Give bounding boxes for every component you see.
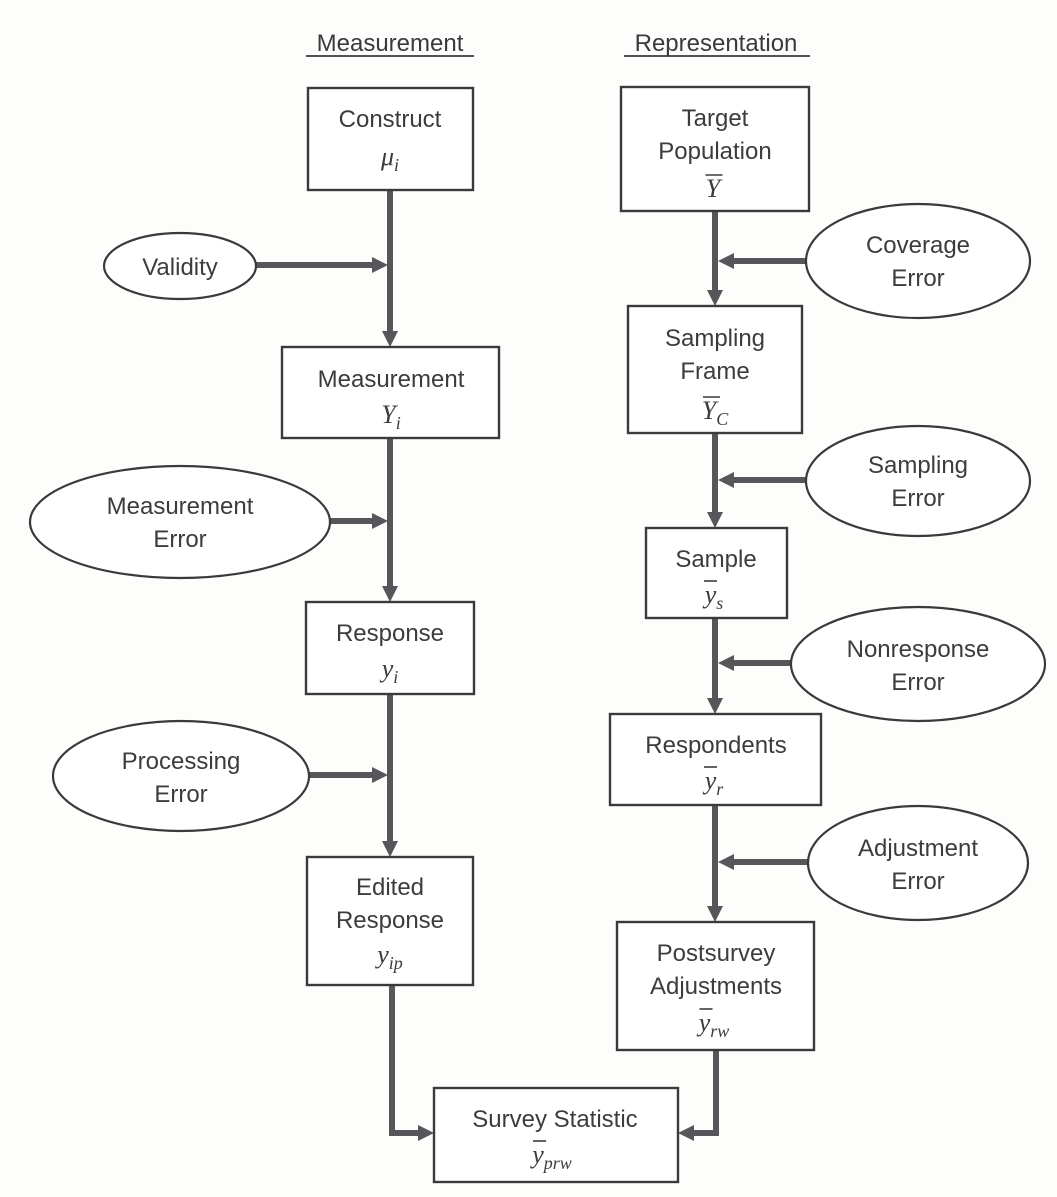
sample-symbol: ys [702,580,724,613]
postsurvey-adjustments-label-line1: Postsurvey [657,940,776,967]
survey-statistic-box: Survey Statistic yprw [432,1086,680,1184]
postsurvey-adjustments-symbol-text: yrw [696,1008,730,1041]
survey-statistic-symbol-text: yprw [529,1140,572,1173]
arrow-measurement-error-to-flow [330,513,388,529]
response-label: Response [336,620,444,647]
validity-label: Validity [142,254,218,281]
sample-label: Sample [675,546,756,573]
sample-symbol-text: ys [702,580,724,613]
response-symbol: yi [379,654,399,687]
adjustment-error-label-line1: Adjustment [858,835,978,862]
postsurvey-adjustments-symbol: yrw [696,1008,730,1041]
respondents-box: Respondents yr [608,712,823,807]
arrow-edited-response-to-survey-statistic [389,985,434,1141]
sampling-error-ellipse: Sampling Error [804,424,1032,538]
edited-response-box: Edited Response yip [305,855,475,987]
respondents-symbol: yr [702,766,725,799]
coverage-error-ellipse: Coverage Error [804,202,1032,320]
edited-response-label-line2: Response [336,907,444,934]
construct-box: Construct μi [306,86,475,192]
arrow-processing-error-to-flow [309,767,388,783]
heading-measurement: Measurement [306,30,474,57]
sampling-frame-box: Sampling Frame YC [626,304,804,435]
processing-error-label-line2: Error [154,781,207,808]
target-population-symbol: Y [705,174,723,203]
arrow-adjustment-error-to-flow [718,854,808,870]
measurement-error-label-line2: Error [153,526,206,553]
coverage-error-label-line2: Error [891,265,944,292]
sampling-frame-label-line1: Sampling [665,325,765,352]
heading-representation-text: Representation [635,30,798,57]
sampling-error-label-line1: Sampling [868,452,968,479]
target-population-symbol-text: Y [706,174,723,203]
target-population-label-line2: Population [658,138,771,165]
sampling-error-label-line2: Error [891,485,944,512]
postsurvey-adjustments-label-line2: Adjustments [650,973,782,1000]
respondents-label: Respondents [645,732,786,759]
edited-response-label-line1: Edited [356,874,424,901]
edited-response-symbol: yip [374,940,403,973]
heading-measurement-text: Measurement [317,30,464,57]
response-box: Response yi [304,600,476,696]
measurement-box: Measurement Yi [280,345,501,440]
nonresponse-error-ellipse: Nonresponse Error [789,605,1047,723]
sampling-frame-label-line2: Frame [680,358,749,385]
edited-response-symbol-text: yip [374,940,403,973]
postsurvey-adjustments-box: Postsurvey Adjustments yrw [615,920,816,1052]
arrow-nonresponse-error-to-flow [718,655,791,671]
measurement-symbol-text: Yi [381,400,400,433]
arrow-respondents-to-postsurvey-adjustments [707,805,723,922]
adjustment-error-label-line2: Error [891,868,944,895]
arrow-target-population-to-sampling-frame [707,211,723,306]
sampling-frame-symbol: YC [702,396,729,429]
survey-statistic-label: Survey Statistic [472,1106,637,1133]
arrow-coverage-error-to-flow [718,253,806,269]
arrow-validity-to-flow [256,257,388,273]
respondents-symbol-text: yr [702,766,725,799]
construct-symbol-text: μi [380,142,399,175]
arrow-sample-to-respondents [707,618,723,714]
construct-symbol: μi [380,142,399,175]
arrow-sampling-error-to-flow [718,472,806,488]
response-symbol-text: yi [379,654,399,687]
processing-error-label-line1: Processing [122,748,241,775]
coverage-error-label-line1: Coverage [866,232,970,259]
sampling-frame-symbol-text: YC [702,396,729,429]
measurement-symbol: Yi [381,400,400,433]
adjustment-error-ellipse: Adjustment Error [806,804,1030,922]
measurement-error-label-line1: Measurement [107,493,254,520]
arrow-postsurvey-adjustments-to-survey-statistic [678,1050,719,1141]
target-population-label-line1: Target [682,105,749,132]
processing-error-ellipse: Processing Error [51,719,311,833]
validity-ellipse: Validity [102,231,258,301]
measurement-error-ellipse: Measurement Error [28,464,332,580]
nonresponse-error-label-line2: Error [891,669,944,696]
sample-box: Sample ys [644,526,789,620]
arrow-measurement-to-response [382,438,398,602]
arrow-response-to-edited-response [382,694,398,857]
arrows-layer [256,190,808,1141]
arrow-sampling-frame-to-sample [707,433,723,528]
target-population-box: Target Population Y [619,85,811,213]
construct-label: Construct [339,106,442,133]
arrow-construct-to-measurement [382,190,398,347]
measurement-label: Measurement [318,366,465,393]
nonresponse-error-label-line1: Nonresponse [847,636,990,663]
survey-statistic-symbol: yprw [529,1140,572,1173]
heading-representation: Representation [624,30,810,57]
